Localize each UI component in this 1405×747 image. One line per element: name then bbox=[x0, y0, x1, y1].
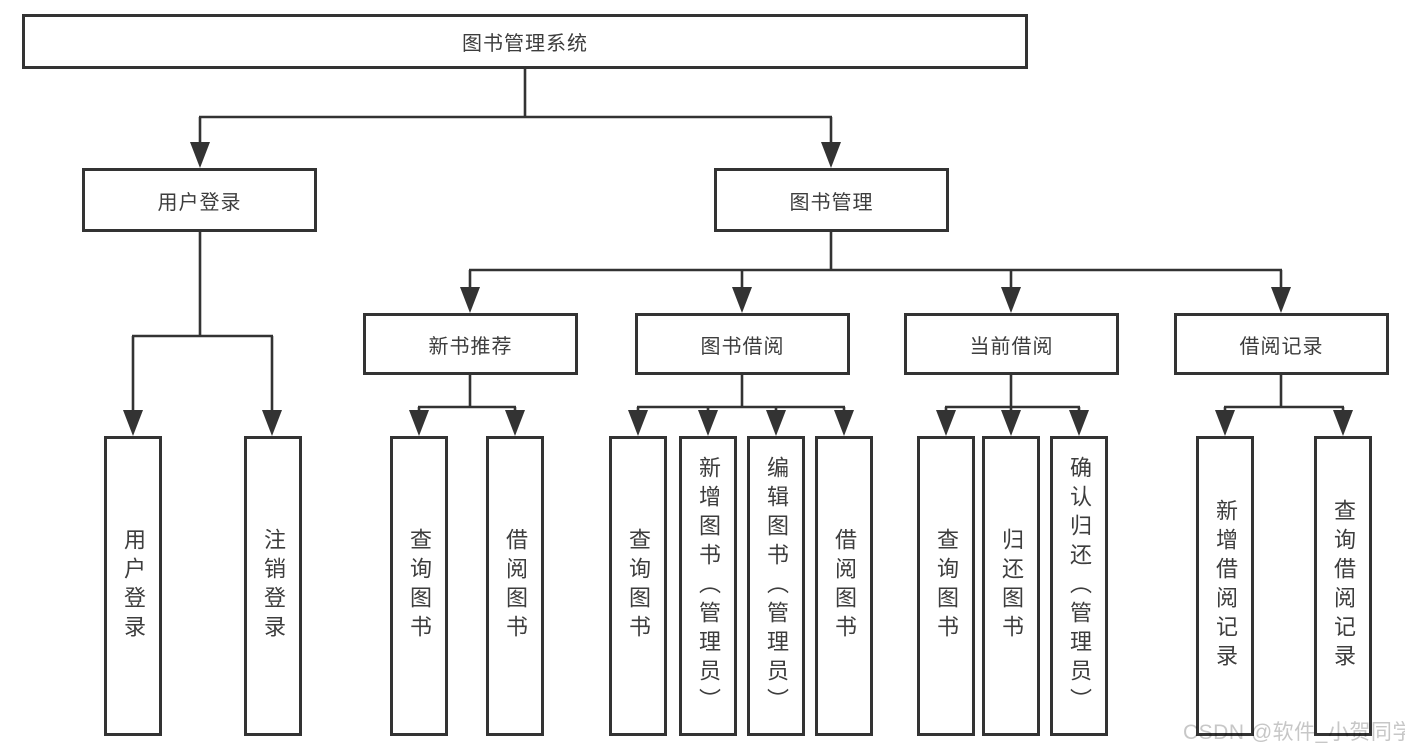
node-book-borrow: 图书借阅 bbox=[635, 313, 850, 375]
node-borrow-records: 借阅记录 bbox=[1174, 313, 1389, 375]
leaf-add-borrow-record: 新增借阅记录 bbox=[1196, 436, 1254, 736]
node-current-borrow: 当前借阅 bbox=[904, 313, 1119, 375]
node-root-system: 图书管理系统 bbox=[22, 14, 1028, 69]
node-book-management: 图书管理 bbox=[714, 168, 949, 232]
node-user-login: 用户登录 bbox=[82, 168, 317, 232]
leaf-search-borrow-record: 查询借阅记录 bbox=[1314, 436, 1372, 736]
leaf-user-login: 用户登录 bbox=[104, 436, 162, 736]
leaf-return-book: 归还图书 bbox=[982, 436, 1040, 736]
leaf-confirm-return-admin: 确认归还（管理员） bbox=[1050, 436, 1108, 736]
leaf-borrow-book-recommend: 借阅图书 bbox=[486, 436, 544, 736]
leaf-borrow-book: 借阅图书 bbox=[815, 436, 873, 736]
leaf-logout: 注销登录 bbox=[244, 436, 302, 736]
leaf-search-book-current: 查询图书 bbox=[917, 436, 975, 736]
leaf-search-book-borrow: 查询图书 bbox=[609, 436, 667, 736]
leaf-edit-book-admin: 编辑图书（管理员） bbox=[747, 436, 805, 736]
node-new-book-recommend: 新书推荐 bbox=[363, 313, 578, 375]
leaf-search-book-recommend: 查询图书 bbox=[390, 436, 448, 736]
csdn-watermark: CSDN @软件_小贺同学 bbox=[1183, 721, 1405, 744]
arrowheads bbox=[123, 142, 1353, 436]
leaf-add-book-admin: 新增图书（管理员） bbox=[679, 436, 737, 736]
